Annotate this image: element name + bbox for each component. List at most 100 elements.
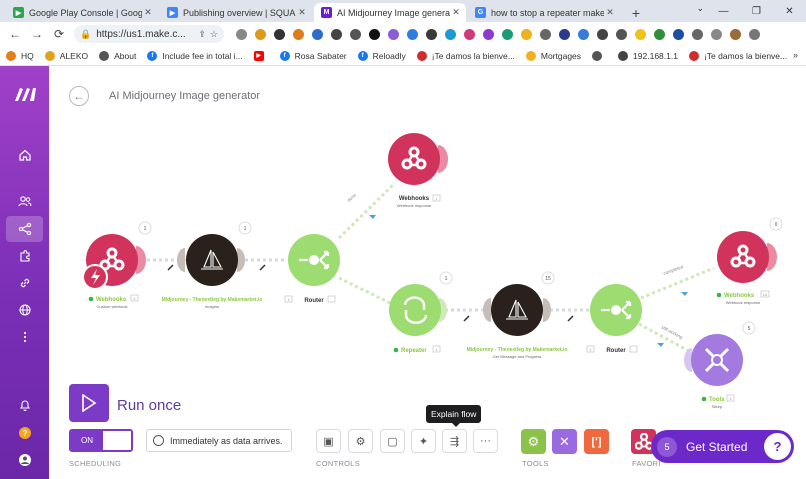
new-tab-button[interactable]: +: [631, 4, 641, 21]
extension-icon[interactable]: [616, 28, 627, 40]
tab-ai-midjourney[interactable]: M AI Midjourney Image generator ✕: [314, 3, 466, 22]
extension-icon[interactable]: [483, 28, 494, 40]
extension-icon[interactable]: [635, 28, 646, 40]
sidebar-item-webhooks[interactable]: [0, 297, 49, 323]
extension-icon[interactable]: [673, 28, 684, 40]
tools-flow-control[interactable]: ⚙: [521, 429, 546, 454]
extension-icon[interactable]: [464, 28, 475, 40]
help-chat-icon[interactable]: ?: [764, 433, 791, 460]
filter-icon[interactable]: [681, 292, 688, 296]
restore-icon[interactable]: ❐: [752, 5, 761, 17]
lock-icon[interactable]: 🔒: [80, 28, 92, 39]
extension-icon[interactable]: [255, 28, 266, 40]
make-logo-icon[interactable]: [13, 86, 37, 102]
tab-search-icon[interactable]: ⌄: [696, 3, 704, 13]
extension-icon[interactable]: [445, 28, 456, 40]
extension-icon[interactable]: [597, 28, 608, 40]
scheduling-toggle[interactable]: ON: [69, 429, 133, 452]
module-webhooks-custom[interactable]: 1 Webhooks 1 Custom webhook: [82, 221, 152, 309]
bookmark-about[interactable]: About: [99, 50, 136, 61]
settings-button[interactable]: ⚙: [348, 429, 373, 453]
close-icon[interactable]: ✕: [452, 7, 460, 17]
extension-icon[interactable]: [236, 28, 247, 40]
bookmark-aleko[interactable]: ALEKO: [44, 50, 88, 61]
sidepanel-icon[interactable]: [711, 28, 722, 40]
module-router-1[interactable]: 1 Router: [284, 234, 340, 304]
notes-button[interactable]: ▢: [380, 429, 405, 453]
close-icon[interactable]: ✕: [144, 7, 152, 17]
wrench-icon[interactable]: [259, 264, 266, 271]
sidebar-item-profile[interactable]: [0, 447, 49, 473]
extension-icon[interactable]: [502, 28, 513, 40]
reload-icon[interactable]: ⟳: [53, 27, 65, 41]
sidebar-item-help[interactable]: ?: [0, 420, 49, 446]
extension-icon[interactable]: [559, 28, 570, 40]
more-controls-button[interactable]: ···: [473, 429, 498, 453]
puzzle-icon[interactable]: [692, 28, 703, 40]
extension-icon[interactable]: [369, 28, 380, 40]
module-webhooks-response-completed[interactable]: 0 Webhooks 14 Webhook response: [716, 217, 783, 305]
star-icon[interactable]: ☆: [209, 28, 218, 39]
sidebar-item-notifications[interactable]: [0, 392, 49, 418]
sidebar-item-scenarios[interactable]: [6, 216, 43, 242]
tools-tools[interactable]: ✕: [552, 429, 577, 454]
wrench-icon[interactable]: [167, 264, 174, 271]
module-midjourney-imagine[interactable]: 1 Midjourney - Thenextleg by Makemarket.…: [162, 221, 263, 309]
sidebar-item-connections[interactable]: [0, 270, 49, 296]
run-once-button[interactable]: [69, 384, 109, 422]
bookmark-router-ip[interactable]: 192.168.1.1: [618, 50, 678, 61]
menu-icon[interactable]: [749, 28, 760, 40]
minimize-icon[interactable]: —: [718, 5, 729, 17]
profile-icon[interactable]: [730, 28, 741, 40]
module-router-2[interactable]: 1 Router: [586, 284, 642, 354]
extension-icon[interactable]: [274, 28, 285, 40]
module-repeater[interactable]: 1 Repeater 1: [389, 271, 453, 354]
extension-icon[interactable]: [350, 28, 361, 40]
extension-icon[interactable]: [407, 28, 418, 40]
bookmark-globe[interactable]: [592, 50, 607, 61]
bookmark-hq[interactable]: HQ: [6, 50, 34, 61]
extension-icon[interactable]: [654, 28, 665, 40]
sidebar-item-more[interactable]: [0, 324, 49, 350]
extension-icon[interactable]: [331, 28, 342, 40]
tab-google-search[interactable]: G how to stop a repeater make inf... ✕: [468, 3, 620, 22]
tab-publishing-overview[interactable]: ▶ Publishing overview | SQUARE P... ✕: [160, 3, 312, 22]
bookmark-youtube[interactable]: ▶: [253, 50, 269, 61]
module-midjourney-get-message[interactable]: 15 Midjourney - Thenextleg by Makemarket…: [467, 271, 568, 359]
extension-icon[interactable]: [312, 28, 323, 40]
sidebar-item-home[interactable]: [0, 142, 49, 168]
auto-align-button[interactable]: ✦: [411, 429, 436, 453]
wrench-icon[interactable]: [567, 315, 574, 322]
get-started-button[interactable]: 5 Get Started ?: [651, 430, 794, 463]
url-field[interactable]: 🔒 https://us1.make.c... ⇪ ☆: [74, 25, 224, 43]
wrench-icon[interactable]: [463, 315, 470, 322]
extension-icon[interactable]: [521, 28, 532, 40]
scenario-canvas[interactable]: ← AI Midjourney Image generator: [49, 66, 806, 479]
module-webhooks-response-done[interactable]: Webhooks 1 Webhook response: [388, 133, 448, 208]
save-button[interactable]: ▣: [316, 429, 341, 453]
extension-icon[interactable]: [540, 28, 551, 40]
bookmark-mortgages[interactable]: Mortgages: [525, 50, 581, 61]
bookmark-bienvenida-2[interactable]: ¡Te damos la bienve...: [688, 50, 787, 61]
back-icon[interactable]: ←: [9, 27, 21, 41]
forward-icon[interactable]: →: [31, 27, 43, 41]
sidebar-item-apps[interactable]: [0, 243, 49, 269]
bookmarks-more-icon[interactable]: »: [792, 50, 798, 60]
close-icon[interactable]: ✕: [298, 7, 306, 17]
module-tools-sleep[interactable]: 5 Tools 1 Sleep: [684, 321, 756, 409]
schedule-setting[interactable]: Immediately as data arrives.: [146, 429, 292, 452]
extension-icon[interactable]: [426, 28, 437, 40]
tools-text-parser[interactable]: [']: [584, 429, 609, 454]
bookmark-bienvenida-1[interactable]: ¡Te damos la bienve...: [416, 50, 515, 61]
close-window-icon[interactable]: ✕: [785, 5, 794, 17]
filter-icon[interactable]: [657, 343, 664, 347]
sidebar-item-team[interactable]: [0, 188, 49, 214]
extension-icon[interactable]: [388, 28, 399, 40]
tab-google-play-console[interactable]: ▶ Google Play Console | Google P... ✕: [6, 3, 158, 22]
run-once-label[interactable]: Run once: [117, 397, 182, 414]
extension-icon[interactable]: [293, 28, 304, 40]
extension-icon[interactable]: [578, 28, 589, 40]
